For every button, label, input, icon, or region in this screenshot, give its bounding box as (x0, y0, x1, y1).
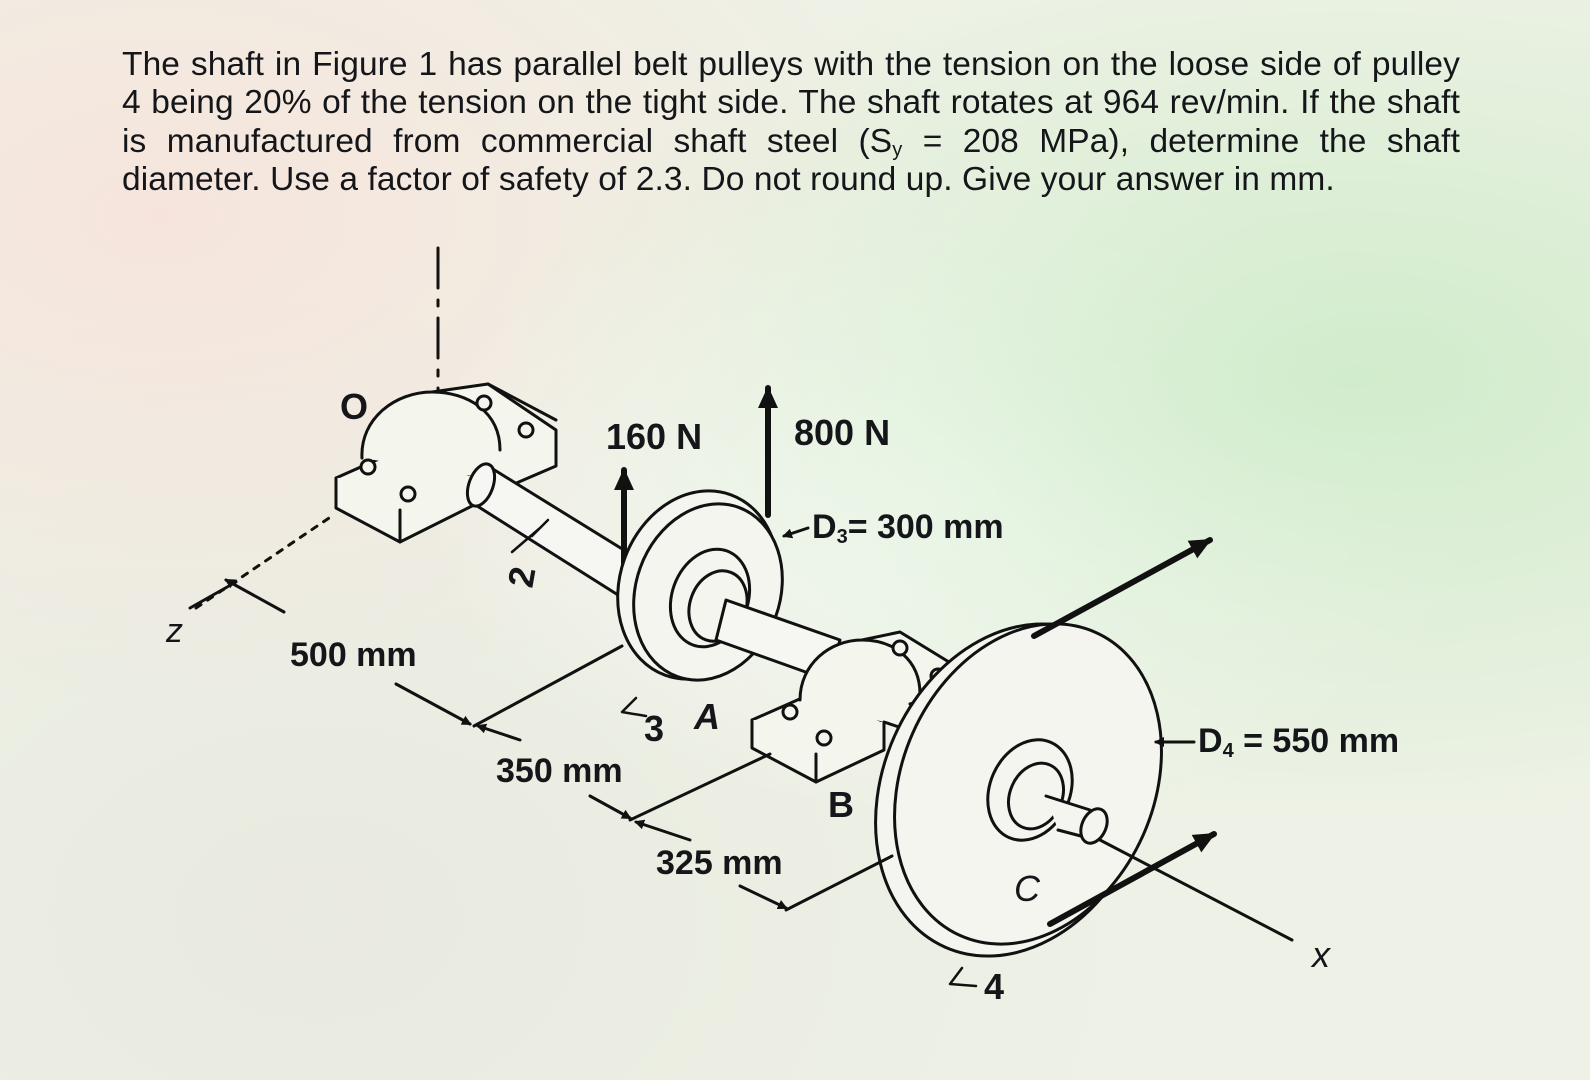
dim-350-arrow-left (476, 723, 522, 742)
force-800-label: 800 N (794, 412, 891, 453)
d4-value: = 550 mm (1233, 722, 1400, 760)
point-o-label: O (340, 386, 369, 427)
section-marker-3 (620, 696, 648, 718)
pulley-4 (874, 622, 1163, 958)
x-axis-line (1098, 838, 1294, 942)
dim-325-arrow-right (738, 884, 788, 910)
dim-ext-pulley3 (472, 644, 624, 728)
d3-leader (782, 526, 810, 539)
section-3-label: 3 (644, 708, 665, 749)
section-marker-4 (948, 966, 978, 988)
dim-325-label: 325 mm (656, 844, 783, 882)
bearing-o (334, 382, 558, 544)
problem-text-part1: The shaft in Figure 1 has parallel belt … (122, 45, 1460, 160)
problem-statement: The shaft in Figure 1 has parallel belt … (122, 46, 1460, 200)
dim-350-arrow-right (588, 794, 632, 820)
d4-letter: D (1198, 722, 1223, 760)
dim-500-label: 500 mm (290, 636, 417, 674)
point-c-label: C (1014, 868, 1040, 909)
point-a-label: A (694, 696, 720, 737)
d4-label: D4 = 550 mm (1198, 722, 1399, 761)
tension-arrow-lower (1047, 831, 1217, 927)
dim-325-arrow-left (634, 819, 692, 842)
point-b-label: B (828, 784, 854, 825)
dim-500-extension-left (188, 580, 238, 610)
dim-350-label: 350 mm (496, 752, 623, 790)
axis-x-label: x (1312, 934, 1330, 975)
force-160-label: 160 N (606, 416, 703, 457)
dim-ext-pulley4 (784, 854, 894, 912)
d3-value: = 300 mm (847, 508, 1004, 546)
dim-500-arrow-right (394, 682, 472, 726)
dim-ext-bearing-b (628, 752, 772, 822)
d3-label: D3= 300 mm (812, 508, 1004, 547)
problem-text-part2: = 208 MPa), determine the shaft diameter… (122, 122, 1460, 199)
d4-subscript: 4 (1222, 740, 1234, 762)
dim-500-arrow (224, 578, 286, 614)
tension-arrow-upper (1031, 537, 1213, 639)
shaft-segment-1 (465, 462, 642, 602)
section-marker-2 (510, 518, 550, 554)
section-4-label: 4 (984, 966, 1005, 1007)
d3-subscript: 3 (836, 526, 848, 548)
d3-letter: D (812, 508, 837, 546)
axis-z-label: z (166, 612, 183, 650)
yield-strength-subscript: y (892, 138, 903, 161)
